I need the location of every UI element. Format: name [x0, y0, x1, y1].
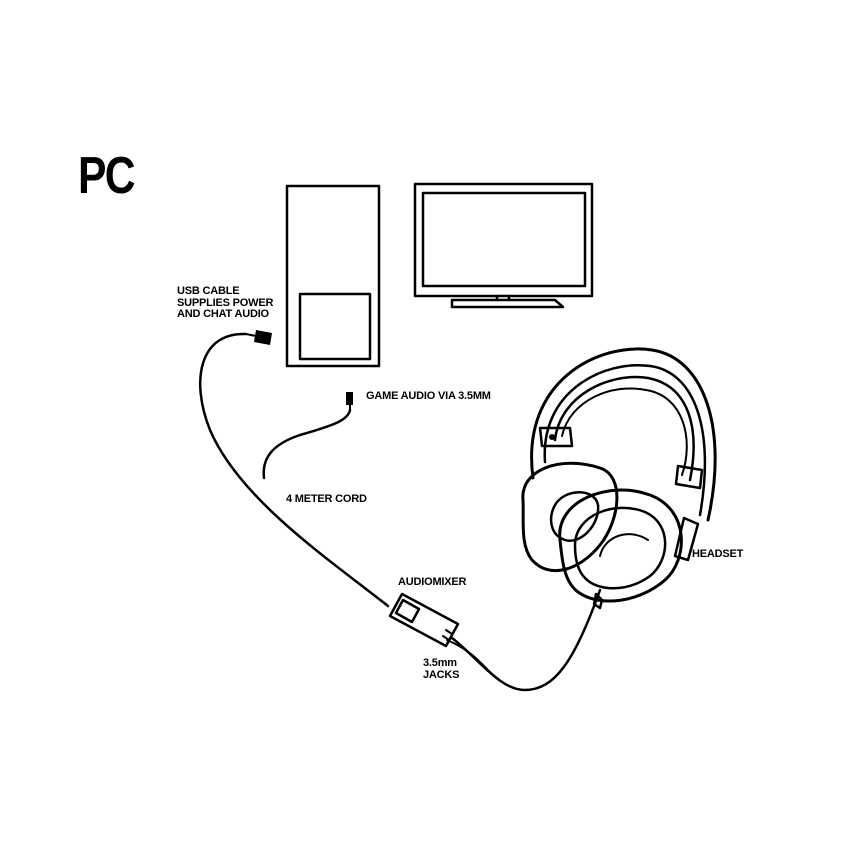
- audiomixer-label: AUDIOMIXER: [398, 576, 467, 588]
- headset-label: HEADSET: [692, 548, 744, 560]
- monitor-base: [450, 298, 565, 309]
- usb-cable-label: USB CABLE SUPPLIES POWER AND CHAT AUDIO: [177, 285, 274, 320]
- usb-cable: [198, 332, 390, 608]
- headset-cable: [450, 588, 602, 692]
- game-audio-label: GAME AUDIO VIA 3.5MM: [366, 390, 491, 402]
- jacks-label: 3.5mm JACKS: [423, 657, 460, 681]
- audiomixer-display: [394, 598, 421, 624]
- jack-cable-secondary: [446, 639, 491, 673]
- headset: [521, 347, 717, 610]
- pc-tower: [285, 184, 381, 368]
- monitor: [413, 182, 594, 309]
- cord-label: 4 METER CORD: [286, 493, 367, 505]
- monitor-neck: [495, 294, 511, 301]
- game-audio-plug: [346, 392, 353, 411]
- monitor-screen: [421, 191, 587, 288]
- page-title: PC: [78, 147, 136, 205]
- game-audio-cable: [262, 408, 352, 480]
- audiomixer-box: [388, 592, 460, 648]
- pc-tower-panel: [298, 292, 372, 361]
- usb-plug: [245, 330, 272, 345]
